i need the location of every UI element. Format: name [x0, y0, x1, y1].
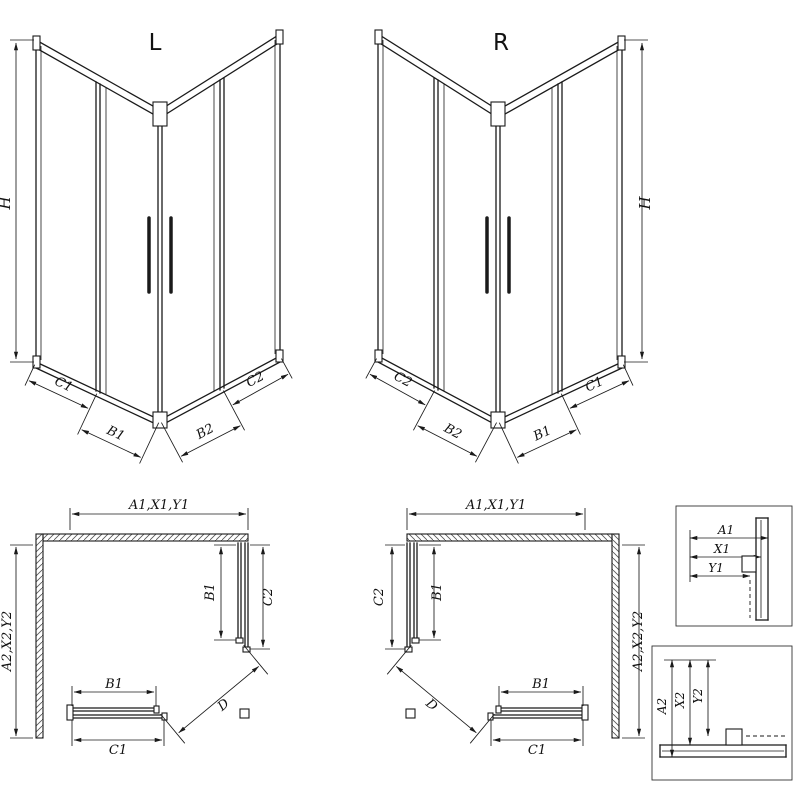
dim-label-c2-vert-plan-left: C2 — [261, 588, 276, 606]
dim-label-a2x2y2-plan-right: A2,X2,Y2 — [631, 611, 646, 672]
dim-label-b1-vert-plan-right: B1 — [430, 583, 445, 602]
dim-label-h-right: H — [636, 196, 654, 211]
detail-label-a2: A2 — [655, 698, 669, 715]
detail-view-top: A1 X1 Y1 — [675, 505, 793, 627]
dim-label-b1-iso-right: B1 — [530, 423, 553, 445]
variant-label-left: L — [149, 30, 162, 56]
dim-label-c1-iso-right: C1 — [583, 374, 606, 395]
dim-label-d-plan-right: D — [422, 696, 441, 715]
detail-box-top — [675, 505, 793, 627]
plan-view-right-geometry — [385, 508, 645, 746]
detail-label-x2: X2 — [673, 692, 687, 709]
iso-view-right-geometry — [366, 30, 648, 464]
dim-label-c2-vert-plan-right: C2 — [372, 588, 387, 606]
detail-label-a1: A1 — [717, 523, 734, 537]
dim-label-c1-plan-right: C1 — [528, 743, 546, 758]
plan-view-left-geometry — [10, 508, 270, 746]
dim-label-h-left: H — [0, 196, 14, 211]
iso-view-left-geometry — [10, 30, 292, 464]
dim-label-c1-plan-left: C1 — [109, 743, 127, 758]
detail-label-y2: Y2 — [691, 688, 705, 704]
dim-label-a1x1y1-plan-left: A1,X1,Y1 — [128, 498, 189, 513]
dim-label-b1-iso-left: B1 — [103, 423, 126, 445]
iso-view-left: L H C1 B1 B2 C2 — [0, 30, 292, 464]
iso-view-right: R H C2 B2 B1 C1 — [366, 30, 654, 464]
detail-view-bottom: A2 X2 Y2 — [651, 645, 793, 781]
plan-view-right: A1,X1,Y1 A2,X2,Y2 B1 C2 B1 C1 D — [372, 498, 646, 758]
dim-label-d-plan-left: D — [214, 696, 233, 715]
detail-label-y1: Y1 — [708, 561, 724, 575]
dim-label-a2x2y2-plan-left: A2,X2,Y2 — [0, 611, 15, 672]
dim-label-c1-iso-left: C1 — [52, 374, 75, 395]
variant-label-right: R — [493, 30, 509, 56]
dim-label-b1-horiz-plan-left: B1 — [104, 677, 123, 692]
dim-label-b1-vert-plan-left: B1 — [203, 583, 218, 602]
dim-label-b1-horiz-plan-right: B1 — [531, 677, 550, 692]
detail-box-bottom — [651, 645, 793, 781]
plan-view-left: A1,X1,Y1 A2,X2,Y2 B1 C2 B1 C1 D — [0, 498, 276, 758]
detail-label-x1: X1 — [713, 542, 730, 556]
dim-label-a1x1y1-plan-right: A1,X1,Y1 — [465, 498, 526, 513]
